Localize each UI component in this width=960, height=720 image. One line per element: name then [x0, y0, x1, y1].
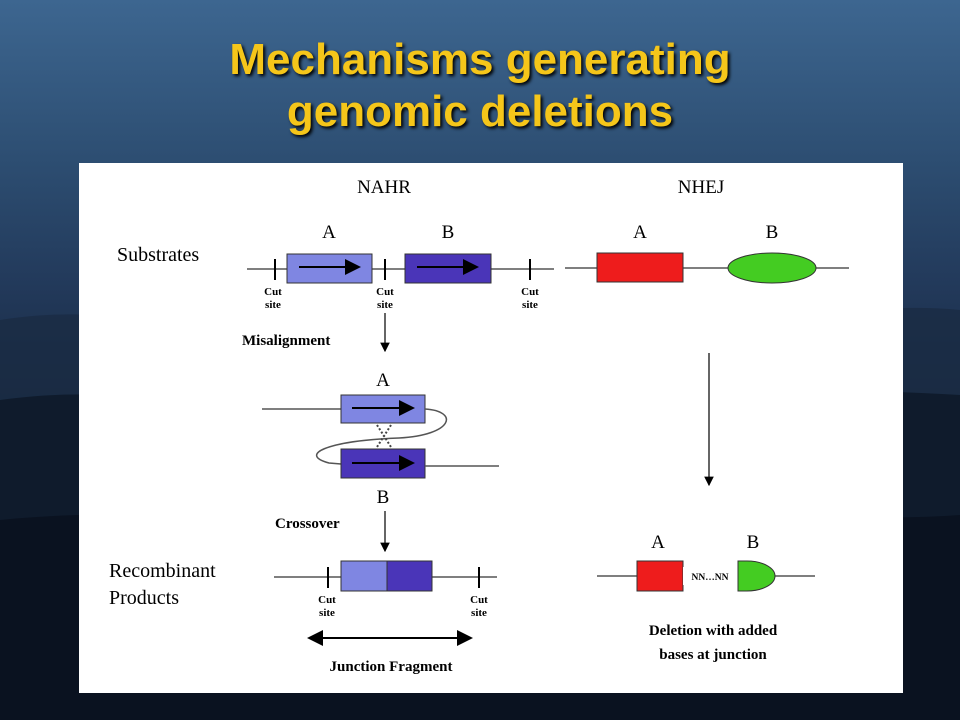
substrate-segment-b: [404, 253, 492, 284]
nhej-substrate-label-a: A: [633, 222, 647, 243]
crossover-mark-2: [376, 424, 392, 448]
junction-fragment-label: Junction Fragment: [330, 659, 453, 675]
added-bases-label: NN…NN: [692, 573, 729, 583]
deletion-mechanism-diagram: NAHR Substrates A B Cut site Cut site Cu…: [109, 177, 849, 675]
misaligned-label-b: B: [377, 487, 390, 508]
recombinant-segment-a: [340, 560, 388, 592]
recombinant-cut-label-2a: Cut: [470, 594, 488, 606]
nhej-caption-line2: bases at junction: [659, 647, 767, 663]
substrate-label-a: A: [322, 222, 336, 243]
cut-site-label-2b: site: [377, 299, 393, 311]
nhej-product-label-a: A: [651, 532, 665, 553]
recombinant-segment-b: [386, 560, 433, 592]
crossover-label: Crossover: [275, 516, 340, 532]
substrates-label: Substrates: [117, 244, 199, 266]
substrate-label-b: B: [442, 222, 455, 243]
slide-title: Mechanisms generating genomic deletions: [0, 34, 960, 138]
cut-site-label-3b: site: [522, 299, 538, 311]
title-line-2: genomic deletions: [286, 87, 674, 136]
recombinant-cut-label-2b: site: [471, 607, 487, 619]
cut-site-label-1a: Cut: [264, 286, 282, 298]
title-line-1: Mechanisms generating: [229, 35, 731, 84]
cut-site-label-2a: Cut: [376, 286, 394, 298]
recombinant-label-line1: Recombinant: [109, 560, 216, 582]
nhej-caption-line1: Deletion with added: [649, 623, 778, 639]
recombinant-cut-label-1a: Cut: [318, 594, 336, 606]
nhej-heading: NHEJ: [678, 177, 724, 198]
nhej-substrate-segment-a: [596, 252, 684, 283]
nhej-product-segment-a: [636, 560, 684, 592]
added-bases-background: [683, 567, 738, 585]
cut-site-label-1b: site: [265, 299, 281, 311]
misaligned-loop: [315, 408, 447, 465]
nhej-substrate-segment-b: [727, 252, 817, 284]
misalignment-label: Misalignment: [242, 333, 330, 349]
diagram-panel: NAHR Substrates A B Cut site Cut site Cu…: [79, 163, 903, 693]
nhej-substrate-label-b: B: [766, 222, 779, 243]
misaligned-label-a: A: [376, 370, 390, 391]
nhej-product-label-b: B: [747, 532, 760, 553]
nahr-heading: NAHR: [357, 177, 411, 198]
nhej-product-segment-b: [737, 560, 776, 592]
recombinant-label-line2: Products: [109, 587, 179, 609]
cut-site-label-3a: Cut: [521, 286, 539, 298]
substrate-segment-a: [286, 253, 373, 284]
recombinant-cut-label-1b: site: [319, 607, 335, 619]
